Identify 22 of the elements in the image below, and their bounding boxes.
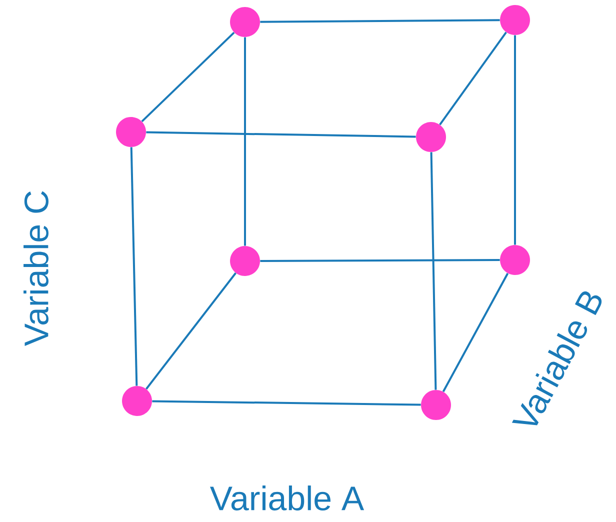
cube-edge: [146, 131, 416, 138]
corner-dot: [116, 117, 146, 147]
cube-edge: [430, 152, 437, 390]
cube-edge: [514, 35, 516, 245]
cube-edge: [260, 19, 500, 23]
cube-edge: [146, 272, 237, 390]
corner-dot: [122, 386, 152, 416]
corner-dot: [416, 122, 446, 152]
corner-dot: [500, 5, 530, 35]
corner-dot: [230, 246, 260, 276]
cube-edge: [141, 32, 235, 122]
axis-label: Variable A: [210, 486, 364, 510]
cube-edge: [260, 259, 500, 262]
corner-dot: [230, 7, 260, 37]
corner-dot: [421, 390, 451, 420]
axis-label: Variable C: [24, 191, 48, 346]
cube-edge: [244, 37, 246, 246]
cube-edge: [130, 147, 138, 386]
cube-edge: [152, 400, 421, 406]
corner-dot: [500, 245, 530, 275]
cube-edge: [442, 272, 509, 392]
cube-edge: [439, 32, 507, 126]
